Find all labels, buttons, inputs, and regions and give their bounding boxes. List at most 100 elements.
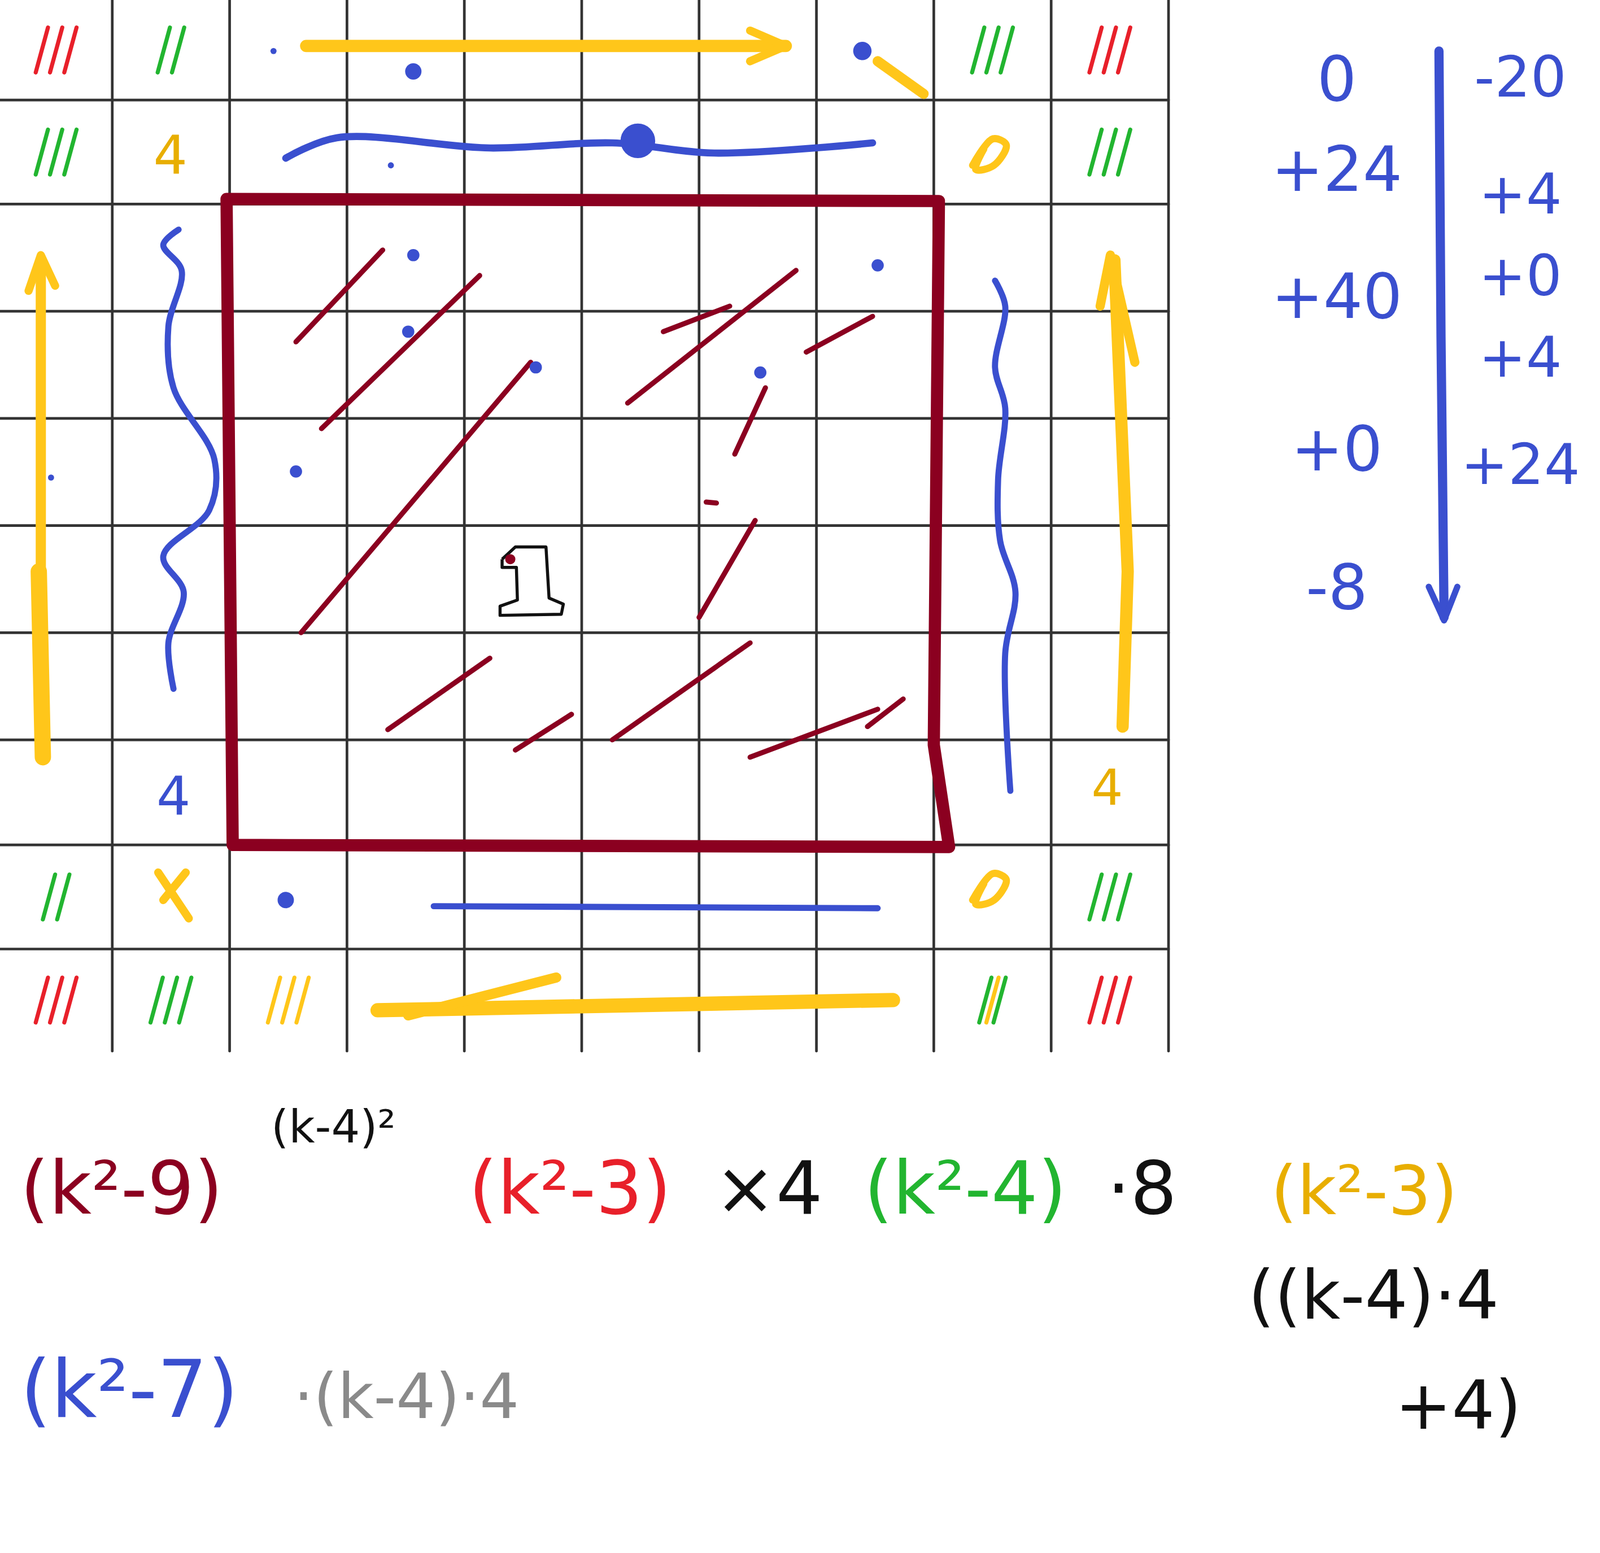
hatch-stroke bbox=[663, 306, 730, 332]
blue-arrow bbox=[1439, 50, 1445, 618]
tally-mark bbox=[1103, 874, 1116, 921]
dot bbox=[753, 366, 767, 379]
tally-mark bbox=[296, 977, 309, 1023]
grid-line bbox=[0, 524, 1169, 527]
dot bbox=[277, 891, 295, 909]
grid-line bbox=[0, 310, 1169, 313]
tally-mark bbox=[35, 129, 49, 175]
yellow-mark bbox=[163, 872, 186, 901]
tally-mark bbox=[267, 977, 281, 1023]
tally-mark bbox=[64, 27, 77, 73]
yellow-mark bbox=[158, 872, 189, 919]
dot bbox=[289, 465, 303, 478]
dot bbox=[529, 361, 543, 374]
step-value: -20 bbox=[1474, 44, 1567, 110]
blue-line bbox=[285, 136, 873, 159]
dot bbox=[871, 259, 884, 272]
step-value: -8 bbox=[1305, 551, 1368, 624]
tally-mark bbox=[64, 977, 77, 1023]
cell-number: 4 bbox=[1091, 759, 1124, 817]
blue-line bbox=[433, 906, 878, 909]
tally-mark bbox=[157, 27, 170, 73]
tally-mark bbox=[1089, 977, 1102, 1023]
cell-number: 4 bbox=[156, 765, 191, 827]
grid-line bbox=[0, 947, 1169, 951]
arrow-head bbox=[1428, 586, 1458, 621]
hatch-stroke bbox=[301, 362, 531, 633]
step-value: +4 bbox=[1478, 324, 1562, 390]
tally-mark bbox=[282, 977, 295, 1023]
tally-mark bbox=[164, 977, 178, 1023]
exponent: (k-4)² bbox=[271, 1101, 396, 1154]
tally-mark bbox=[971, 27, 985, 73]
tally-mark bbox=[171, 27, 185, 73]
arrow-head bbox=[28, 255, 56, 291]
step-value: +0 bbox=[1478, 243, 1562, 309]
yellow-arrow bbox=[38, 571, 43, 758]
tally-mark bbox=[50, 977, 63, 1023]
hatch-stroke bbox=[627, 270, 796, 404]
grid-line bbox=[0, 738, 1169, 742]
dot bbox=[504, 554, 516, 565]
tally-mark bbox=[42, 874, 56, 921]
step-value: 0 bbox=[1317, 43, 1357, 116]
hatch-stroke bbox=[295, 250, 383, 343]
yellow-loop bbox=[972, 873, 1007, 905]
formula: (k²-3) bbox=[468, 1146, 671, 1232]
dot bbox=[402, 325, 415, 338]
dot bbox=[404, 63, 422, 80]
hatch-stroke bbox=[734, 387, 766, 455]
step-value: +24 bbox=[1460, 432, 1580, 497]
tally-mark bbox=[986, 27, 999, 73]
formula: (k²-3) bbox=[1270, 1152, 1458, 1231]
tally-mark bbox=[1118, 977, 1131, 1023]
piece-icon bbox=[499, 547, 564, 616]
tally-mark bbox=[1089, 129, 1102, 175]
yellow-stroke bbox=[877, 60, 924, 94]
arrow-head bbox=[750, 30, 786, 61]
tally-mark bbox=[1103, 977, 1116, 1023]
tally-mark bbox=[64, 129, 77, 175]
tally-mark bbox=[1103, 129, 1116, 175]
tally-mark bbox=[35, 27, 49, 73]
maroon-square bbox=[226, 198, 949, 847]
hatch-stroke bbox=[806, 316, 873, 352]
hatch-stroke bbox=[321, 275, 480, 429]
tally-mark bbox=[179, 977, 192, 1023]
multiplier: ×4 bbox=[714, 1146, 823, 1232]
dot bbox=[48, 474, 55, 481]
hatch-stroke bbox=[515, 714, 572, 751]
dot bbox=[270, 48, 277, 55]
dot bbox=[620, 123, 656, 159]
tally-mark bbox=[150, 977, 164, 1023]
tally-mark bbox=[1118, 129, 1131, 175]
grid-line bbox=[0, 417, 1169, 421]
tally-mark bbox=[1118, 27, 1131, 73]
tally-mark bbox=[50, 129, 63, 175]
hatch-stroke bbox=[867, 699, 904, 727]
dot bbox=[407, 249, 420, 262]
tally-mark bbox=[1089, 27, 1102, 73]
tally-mark bbox=[1103, 27, 1116, 73]
tally-mark bbox=[50, 27, 63, 73]
hatch-stroke bbox=[750, 709, 878, 758]
hatch-stroke bbox=[699, 520, 756, 618]
yellow-loop bbox=[972, 138, 1007, 170]
formula: (k²-4) bbox=[864, 1146, 1067, 1232]
hatch-stroke bbox=[387, 658, 491, 730]
grid-line bbox=[0, 98, 1169, 102]
dot bbox=[853, 41, 873, 61]
yellow-arrow bbox=[306, 39, 786, 52]
step-value: +24 bbox=[1271, 133, 1403, 206]
hatch-stroke bbox=[705, 502, 717, 504]
blue-wave bbox=[163, 229, 217, 690]
tally-mark bbox=[57, 874, 70, 921]
tally-mark bbox=[1089, 874, 1102, 921]
tally-mark bbox=[986, 977, 999, 1023]
step-value: +0 bbox=[1291, 413, 1383, 486]
formula: ·(k-4)·4 bbox=[293, 1361, 520, 1433]
hatch-stroke bbox=[612, 642, 751, 740]
step-value: +4 bbox=[1478, 161, 1562, 227]
